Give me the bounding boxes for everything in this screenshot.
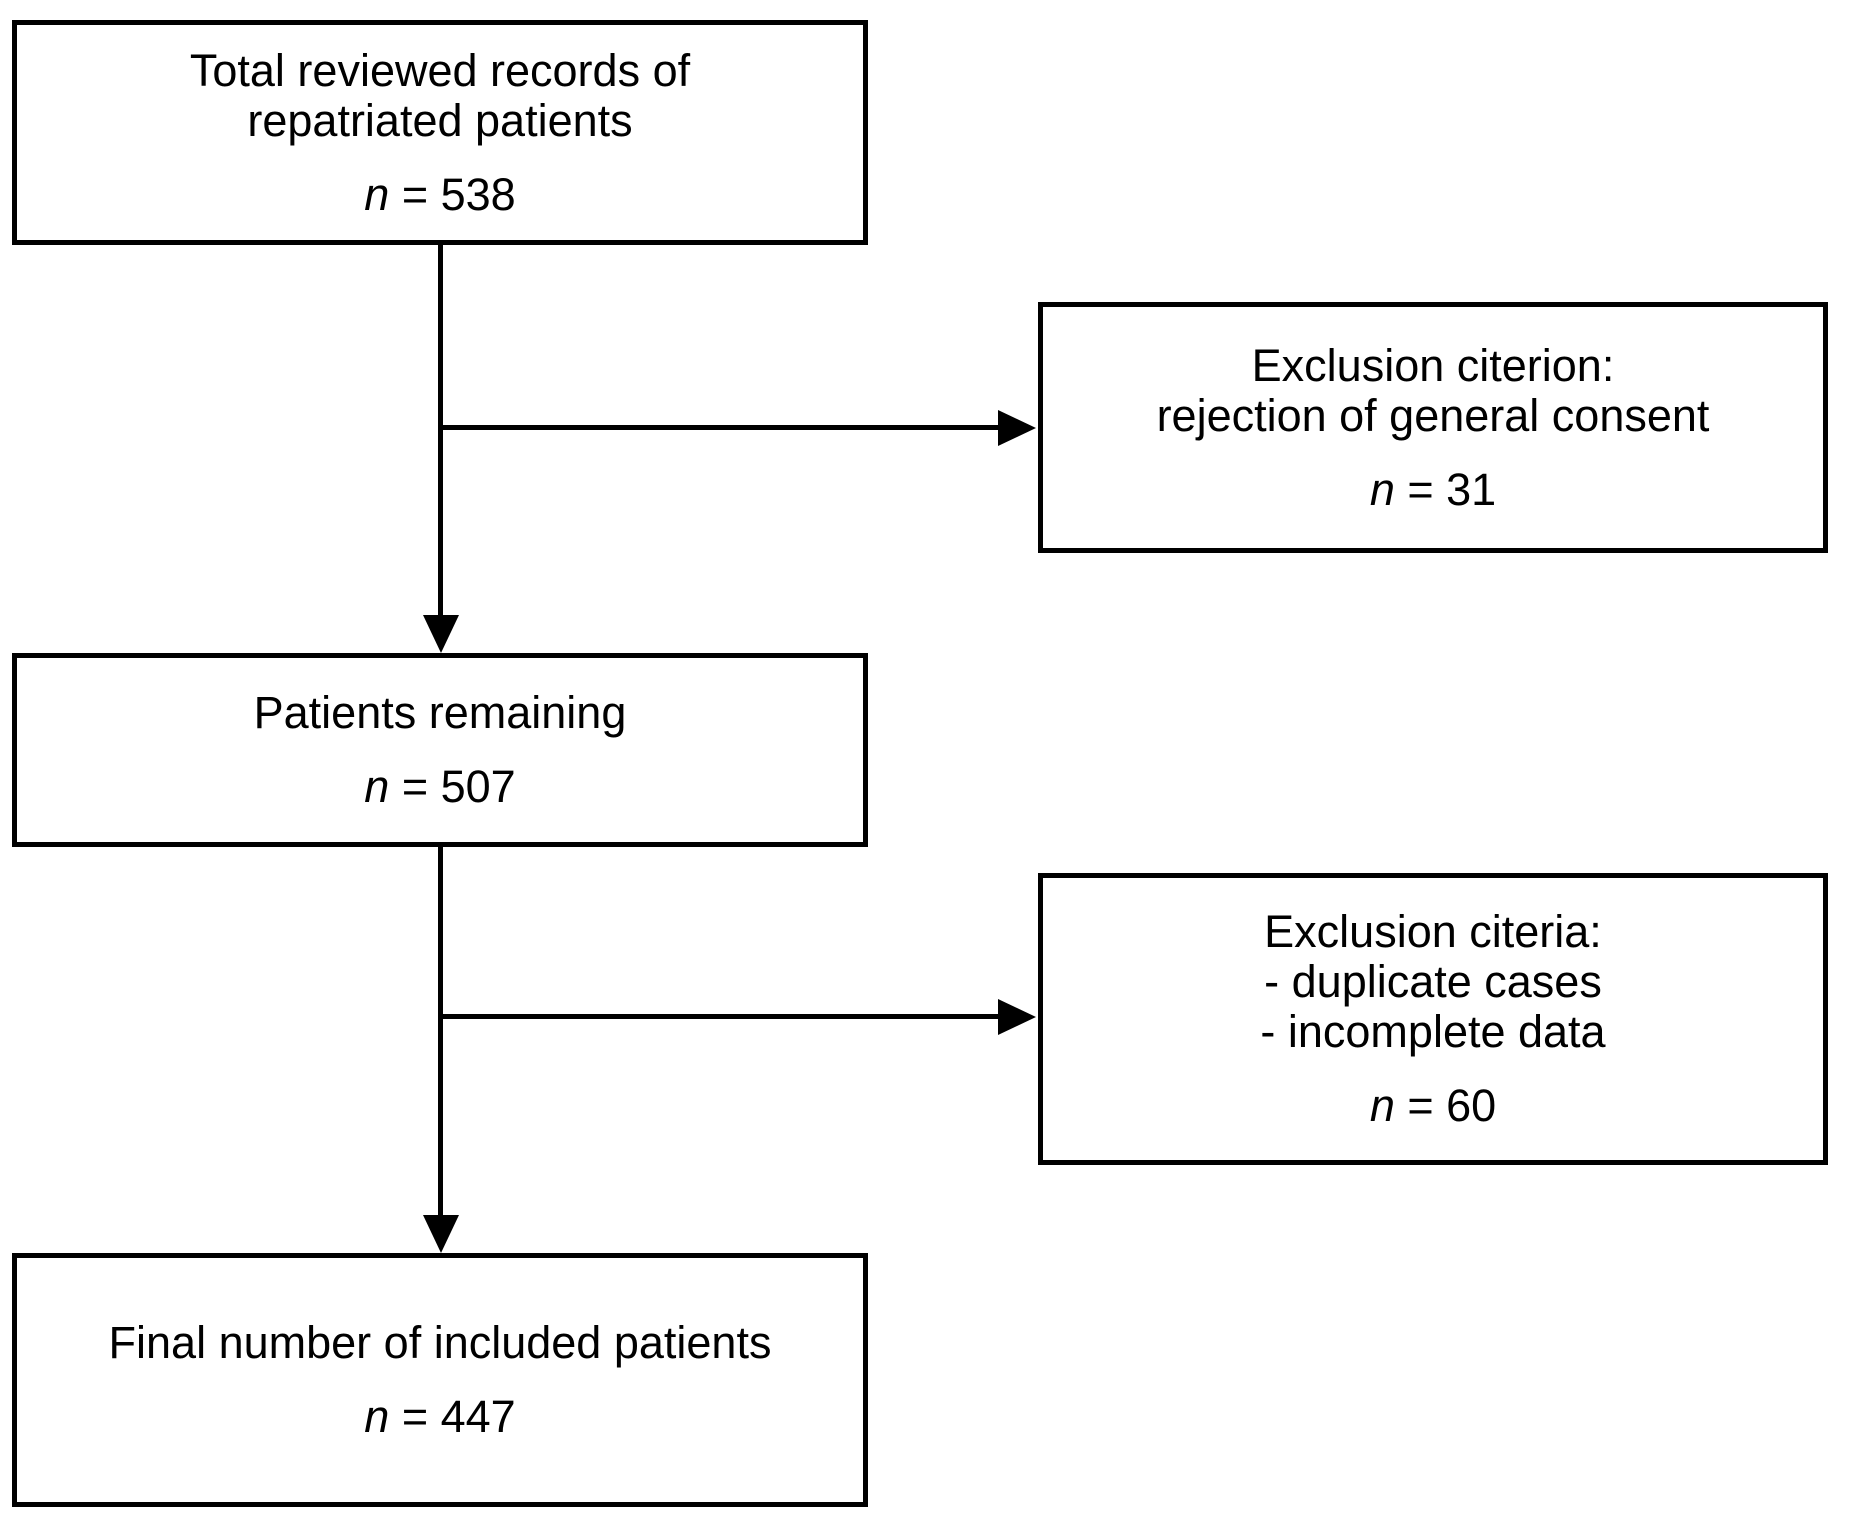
connector-down-1-line: [438, 245, 443, 617]
connector-down-2-line: [438, 847, 443, 1217]
n-count-line: n = 507: [364, 762, 515, 812]
box-title-line: Exclusion citeria:: [1264, 906, 1602, 957]
box-total-reviewed-records: Total reviewed records of repatriated pa…: [12, 20, 868, 245]
box-title-line: Total reviewed records of: [189, 44, 691, 96]
n-count-line: n = 31: [1369, 463, 1497, 515]
n-count-line: n = 60: [1370, 1081, 1496, 1131]
n-symbol: n: [364, 168, 390, 220]
box-patients-remaining: Patients remaining n = 507: [12, 653, 868, 847]
n-symbol: n: [1369, 463, 1395, 515]
n-value: = 447: [389, 1391, 516, 1442]
arrowhead-right-1: [998, 410, 1036, 446]
connector-right-1-line: [441, 425, 1001, 430]
n-value: = 538: [389, 168, 516, 220]
box-final-included-patients: Final number of included patients n = 44…: [12, 1253, 868, 1507]
arrowhead-down-2: [423, 1215, 459, 1253]
box-bullet-line: - incomplete data: [1260, 1006, 1606, 1057]
box-title-line: rejection of general consent: [1156, 389, 1710, 441]
n-count-line: n = 447: [364, 1392, 515, 1442]
n-symbol: n: [1369, 1080, 1395, 1131]
box-title-line: Patients remaining: [253, 687, 627, 738]
box-title-line: repatriated patients: [247, 94, 633, 146]
n-value: = 31: [1394, 463, 1497, 515]
box-title-line: Exclusion citerion:: [1251, 339, 1615, 391]
n-count-line: n = 538: [364, 168, 516, 220]
n-value: = 507: [389, 761, 516, 812]
box-exclusion-criteria: Exclusion citeria: - duplicate cases - i…: [1038, 873, 1828, 1165]
box-bullet-line: - duplicate cases: [1264, 956, 1602, 1007]
n-symbol: n: [364, 761, 390, 812]
n-value: = 60: [1394, 1080, 1497, 1131]
connector-right-2-line: [441, 1014, 1001, 1019]
n-symbol: n: [364, 1391, 390, 1442]
box-title-line: Final number of included patients: [108, 1317, 772, 1368]
arrowhead-right-2: [998, 999, 1036, 1035]
box-exclusion-criterion: Exclusion citerion: rejection of general…: [1038, 302, 1828, 553]
arrowhead-down-1: [423, 615, 459, 653]
